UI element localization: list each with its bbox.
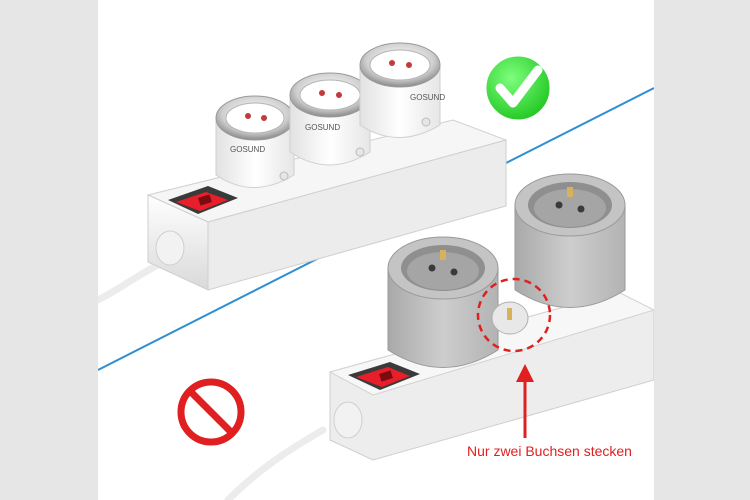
top-rocker-switch [168, 186, 238, 214]
smart-plug: GOSUND [359, 42, 445, 138]
bottom-rocker-switch [348, 362, 420, 390]
image-panel: GOSUND GOSUND [98, 0, 654, 500]
prohibited-icon [187, 388, 235, 436]
caption-label: Nur zwei Buchsen stecken [467, 443, 632, 459]
top-power-strip: GOSUND GOSUND [98, 42, 508, 304]
check-mark-icon [495, 65, 543, 108]
blocked-socket-highlight [476, 277, 552, 353]
bottom-strip-cable [224, 426, 327, 500]
plug-brand-label: GOSUND [230, 145, 265, 154]
plug-brand-label: GOSUND [305, 123, 340, 132]
illustration: GOSUND GOSUND [98, 42, 654, 500]
plug-brand-label: GOSUND [410, 93, 445, 102]
gray-socket-adapter [387, 236, 499, 368]
bottom-power-strip [224, 173, 654, 500]
wrong-badge [177, 378, 245, 446]
top-strip-cable [98, 261, 162, 304]
smart-plug: GOSUND [289, 72, 371, 166]
gray-socket-adapter [514, 173, 626, 308]
pointer-arrow [516, 364, 534, 438]
smart-plug: GOSUND [215, 95, 295, 188]
correct-badge [483, 53, 553, 123]
